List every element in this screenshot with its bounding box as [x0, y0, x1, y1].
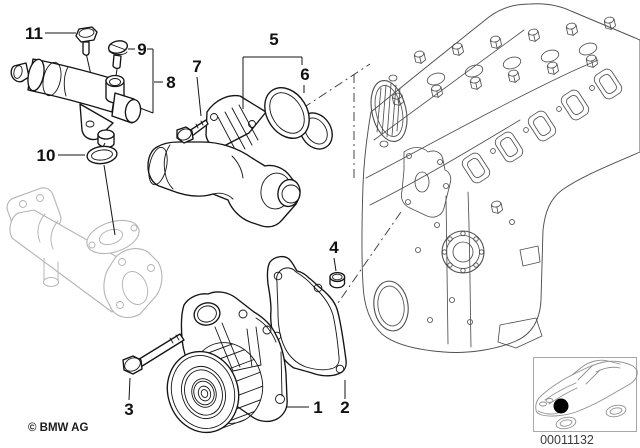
part-location-marker — [553, 398, 569, 414]
pump-gasket-drawing — [266, 255, 347, 377]
callout-8[interactable]: 8 — [166, 73, 175, 92]
callout-7[interactable]: 7 — [192, 57, 201, 76]
leader-line-ring-to-cooler — [103, 164, 116, 236]
callout-11[interactable]: 11 — [25, 24, 43, 43]
sealing-plug-drawing — [329, 271, 346, 289]
callout-10[interactable]: 10 — [37, 146, 56, 165]
car-outline-icon — [535, 359, 638, 430]
engine-block-drawing — [361, 3, 640, 353]
hex-bolt-11-drawing — [75, 26, 98, 56]
callout-9[interactable]: 9 — [137, 40, 146, 59]
callout-leader-lines — [45, 32, 346, 408]
callout-4[interactable]: 4 — [329, 238, 339, 257]
egr-cooler-drawing — [6, 187, 163, 319]
bolt-7-drawing — [176, 119, 209, 144]
callout-1[interactable]: 1 — [313, 398, 322, 417]
o-ring-10-drawing — [86, 145, 118, 165]
thermostat-housing-drawing — [147, 94, 301, 228]
callout-6[interactable]: 6 — [300, 65, 309, 84]
water-pump-drawing — [166, 291, 288, 434]
screw-plug-9-drawing — [107, 40, 129, 77]
bolt-3-drawing — [122, 333, 185, 375]
profile-gasket-drawing — [264, 87, 333, 150]
callout-5[interactable]: 5 — [269, 30, 278, 49]
connection-housing-drawing — [10, 52, 142, 148]
vehicle-locator-thumbnail — [533, 357, 638, 432]
image-number: 00011132 — [540, 433, 594, 447]
callout-2[interactable]: 2 — [340, 398, 349, 417]
callout-3[interactable]: 3 — [124, 400, 133, 419]
copyright-text: © BMW AG — [28, 422, 88, 434]
